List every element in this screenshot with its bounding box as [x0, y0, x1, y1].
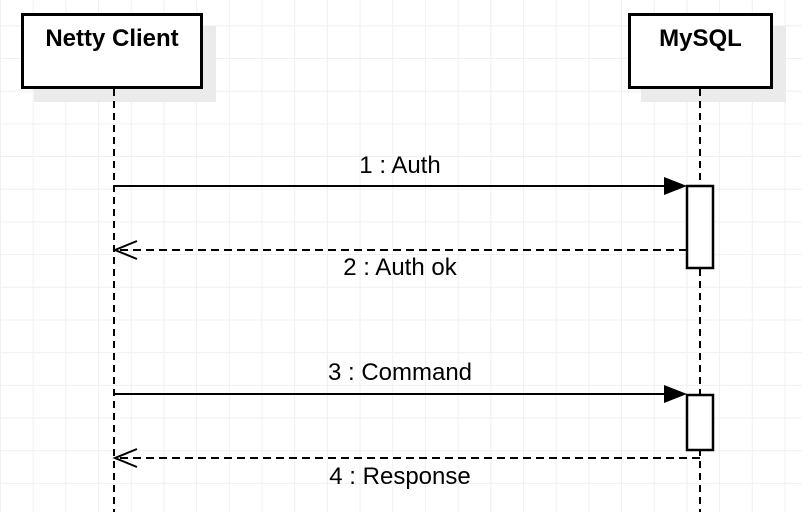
actor-label-mysql: MySQL: [659, 25, 742, 52]
actor-box-mysql: MySQL: [628, 13, 773, 89]
activation-bar-2: [685, 393, 715, 452]
message-1-label: 1 : Auth: [359, 152, 441, 179]
message-2-arrow: [112, 240, 687, 260]
actor-label-netty-client: Netty Client: [45, 25, 179, 52]
filled-arrowhead-icon: [664, 385, 687, 403]
message-3-arrow: [114, 385, 687, 403]
open-arrowhead-icon: [112, 448, 138, 468]
message-2-label: 2 : Auth ok: [343, 254, 457, 281]
message-1-arrow: [114, 177, 687, 195]
open-arrowhead-icon: [112, 240, 138, 260]
actor-box-netty-client: Netty Client: [21, 13, 203, 89]
activation-bar-1: [685, 184, 715, 270]
message-4-label: 4 : Response: [329, 463, 471, 490]
filled-arrowhead-icon: [664, 177, 687, 195]
message-3-label: 3 : Command: [327, 359, 473, 386]
message-4-arrow: [112, 448, 700, 468]
